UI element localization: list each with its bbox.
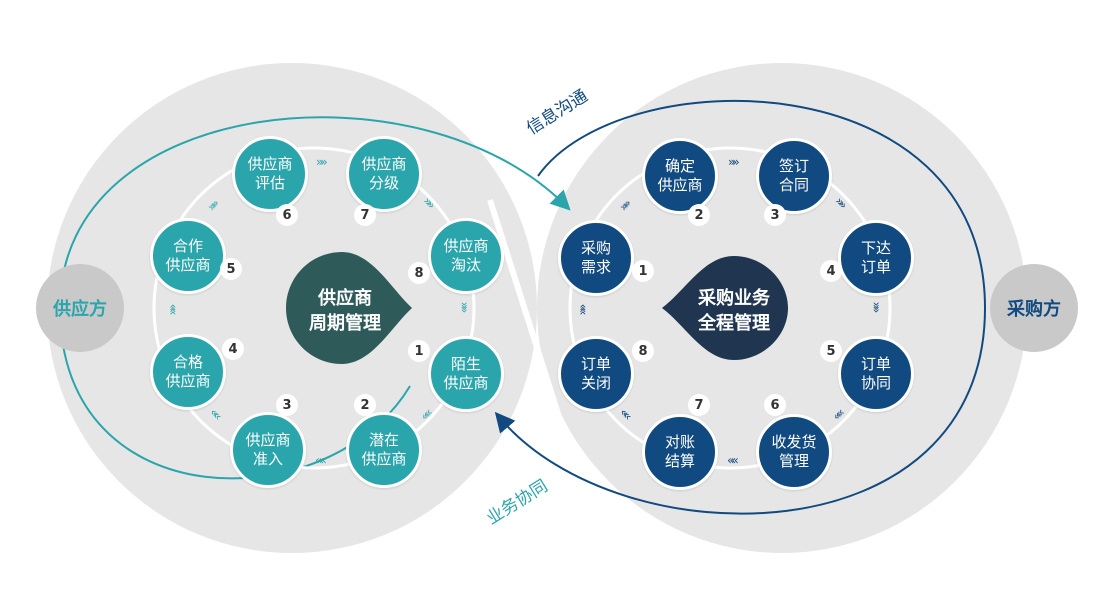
flow-arrow-icon: »» xyxy=(318,454,327,468)
right-step-7-number: 7 xyxy=(688,394,710,416)
right-step-3-number: 3 xyxy=(764,204,786,226)
flow-arrow-icon: »» xyxy=(316,155,328,169)
supplier-side-badge: 供应方 xyxy=(36,264,124,352)
left-center-label: 供应商 周期管理 xyxy=(309,288,381,334)
left-step-5-number: 5 xyxy=(220,258,242,280)
left-center-drop xyxy=(286,252,412,364)
left-step-3-number: 3 xyxy=(276,394,298,416)
right-step-8: 订单关闭 xyxy=(558,336,634,412)
flow-arrow-icon: »» xyxy=(457,301,472,311)
left-step-4-number: 4 xyxy=(222,338,244,360)
left-step-2: 潜在供应商 xyxy=(346,412,422,488)
right-step-1: 采购需求 xyxy=(558,220,634,296)
flow-arrow-icon: »» xyxy=(165,306,180,316)
right-step-7: 对账结算 xyxy=(642,414,718,490)
left-step-7: 供应商分级 xyxy=(346,136,422,212)
left-step-2-number: 2 xyxy=(354,394,376,416)
flow-arrow-icon: »» xyxy=(730,454,739,468)
flow-arrow-icon: »» xyxy=(575,306,590,316)
right-step-6-number: 6 xyxy=(764,394,786,416)
flow-arrow-icon: »» xyxy=(869,301,884,311)
right-center-drop xyxy=(662,256,788,360)
left-step-8: 供应商淘汰 xyxy=(428,218,504,294)
left-step-8-number: 8 xyxy=(408,262,430,284)
right-center-label: 采购业务 全程管理 xyxy=(698,288,770,334)
left-step-5: 合作供应商 xyxy=(150,218,226,294)
left-step-1-number: 1 xyxy=(408,340,430,362)
right-step-5-number: 5 xyxy=(820,340,842,362)
right-step-4: 下达订单 xyxy=(838,220,914,296)
right-step-2-number: 2 xyxy=(688,204,710,226)
left-step-4: 合格供应商 xyxy=(150,334,226,410)
left-step-3: 供应商准入 xyxy=(230,412,306,488)
right-step-3: 签订合同 xyxy=(756,138,832,214)
left-step-7-number: 7 xyxy=(354,204,376,226)
left-step-6: 供应商评估 xyxy=(232,136,308,212)
right-step-4-number: 4 xyxy=(820,260,842,282)
buyer-side-label: 采购方 xyxy=(1007,299,1061,320)
buyer-side-badge: 采购方 xyxy=(990,264,1078,352)
right-step-1-number: 1 xyxy=(632,260,654,282)
right-step-8-number: 8 xyxy=(632,340,654,362)
supplier-side-label: 供应方 xyxy=(53,299,107,320)
left-step-6-number: 6 xyxy=(276,204,298,226)
right-band-curve xyxy=(494,99,987,515)
right-step-5: 订单协同 xyxy=(838,336,914,412)
flow-arrow-icon: »» xyxy=(728,155,740,169)
right-step-2: 确定供应商 xyxy=(642,138,718,214)
right-step-6: 收发货管理 xyxy=(756,414,832,490)
left-step-1: 陌生供应商 xyxy=(428,336,504,412)
